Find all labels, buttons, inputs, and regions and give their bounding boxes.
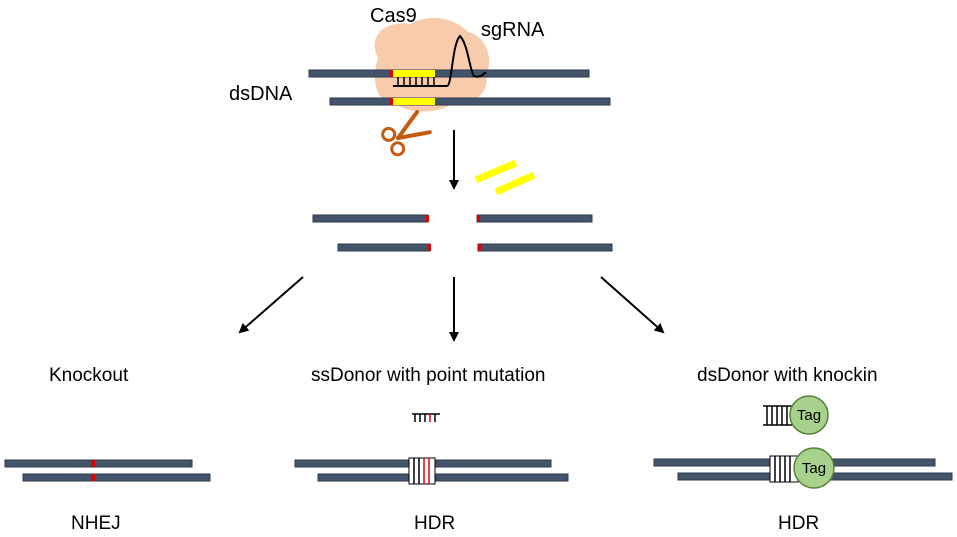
cut-mark bbox=[390, 70, 393, 77]
cas9-complex: Cas9 sgRNA dsDNA bbox=[229, 5, 545, 112]
cut-mark bbox=[390, 98, 393, 105]
dna-strand-top bbox=[308, 69, 590, 78]
dna-strand-right-bottom bbox=[477, 243, 613, 252]
dsdonor-template bbox=[763, 405, 792, 426]
repair-region bbox=[408, 457, 436, 485]
dna-strand-bottom bbox=[317, 473, 569, 482]
excised-fragments bbox=[474, 159, 536, 196]
indel-mark bbox=[91, 474, 95, 481]
cut-end bbox=[477, 215, 480, 222]
sgrna-strand bbox=[393, 34, 487, 87]
target-dsdna bbox=[308, 34, 611, 106]
indel-mark bbox=[91, 460, 95, 467]
dna-strand-left-bottom bbox=[337, 243, 431, 252]
knockout-label: Knockout bbox=[49, 365, 129, 386]
hdr-label: HDR bbox=[778, 513, 819, 534]
knockout-panel: Knockout NHEJ bbox=[4, 365, 211, 534]
arrow-icon bbox=[600, 276, 665, 334]
dna-strand-bottom bbox=[329, 97, 611, 106]
dna-strand-left-top bbox=[312, 214, 429, 223]
repair-base-pairs bbox=[413, 458, 430, 484]
hdr-label: HDR bbox=[414, 513, 455, 534]
cleaved-dsdna bbox=[312, 214, 613, 252]
scissors-icon bbox=[381, 109, 432, 157]
cas9-protein bbox=[374, 17, 490, 112]
tag-donor bbox=[789, 395, 829, 435]
sgrna-label: sgRNA bbox=[481, 19, 545, 41]
dna-strand-right-top bbox=[476, 214, 593, 223]
ssdonor-oligo bbox=[412, 413, 440, 422]
dsdna-label: dsDNA bbox=[229, 83, 293, 105]
dna-strand-top bbox=[4, 459, 193, 468]
dna-strand-bottom bbox=[22, 473, 211, 482]
cut-end bbox=[478, 244, 481, 251]
arrow-icon bbox=[238, 276, 304, 334]
tag-integrated bbox=[793, 447, 835, 489]
dsdonor-panel: dsDonor with knockin Tag Tag HDR bbox=[653, 365, 953, 534]
nhej-label: NHEJ bbox=[71, 513, 121, 534]
ssdonor-panel: ssDonor with point mutation HDR bbox=[294, 365, 569, 534]
target-site-top bbox=[391, 70, 435, 77]
tag-donor-label: Tag bbox=[797, 407, 821, 424]
dsdonor-label: dsDonor with knockin bbox=[697, 365, 878, 386]
tag-integrated-label: Tag bbox=[802, 460, 826, 477]
knockin-base-pairs bbox=[774, 456, 791, 482]
target-site-bottom bbox=[391, 98, 435, 105]
cut-end bbox=[428, 244, 431, 251]
ssdonor-label: ssDonor with point mutation bbox=[311, 365, 545, 386]
sgrna-base-pairs bbox=[397, 77, 435, 86]
cas9-label: Cas9 bbox=[370, 5, 417, 27]
cut-end bbox=[426, 215, 429, 222]
